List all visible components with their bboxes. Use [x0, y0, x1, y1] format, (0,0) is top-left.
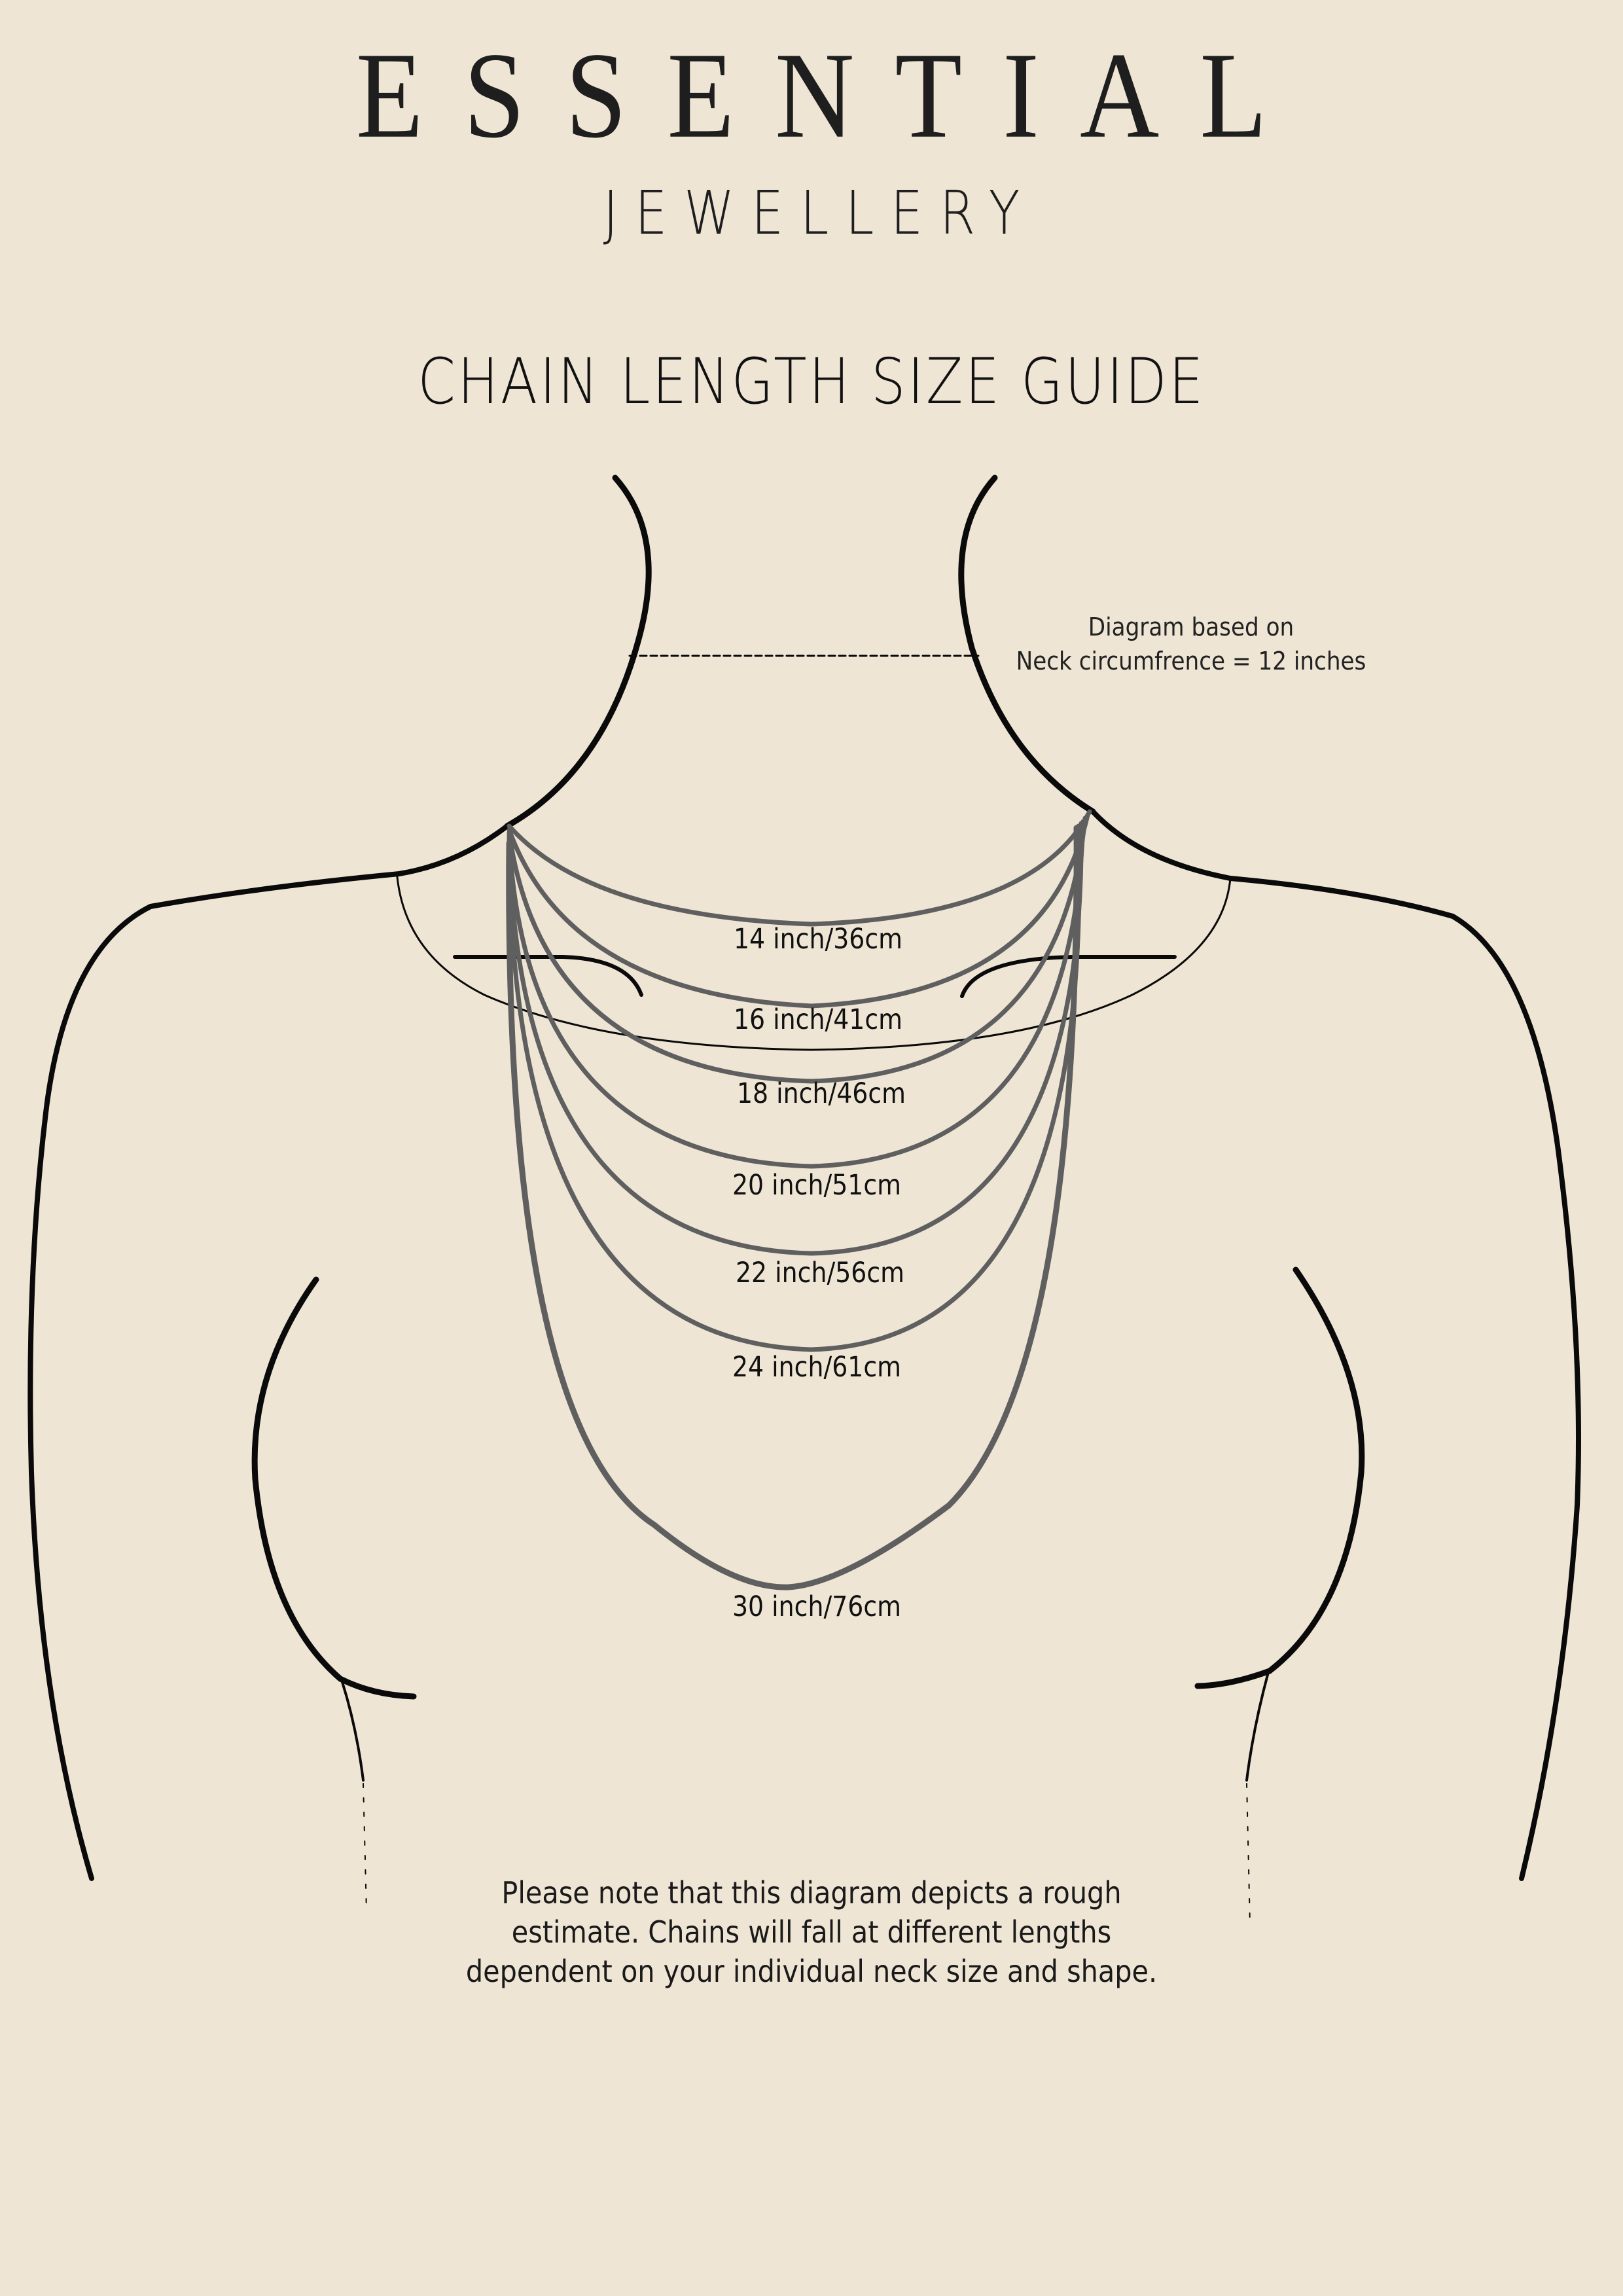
chain-label-22: 22 inch/56cm: [735, 1257, 905, 1289]
chain-18-inch: [507, 816, 1088, 1084]
neck-right-line: [958, 475, 1096, 815]
underbust-right-dash: [1246, 1783, 1251, 1925]
chain-label-14: 14 inch/36cm: [733, 923, 903, 956]
chain-label-16: 16 inch/41cm: [733, 1003, 903, 1036]
underbust-right-line: [1245, 1671, 1270, 1782]
brand-name: ESSENTIAL: [356, 27, 1308, 164]
body-outline: [27, 475, 1581, 1925]
chains: [506, 809, 1092, 1590]
bust-left-line: [251, 1276, 417, 1700]
chain-14-inch: [507, 809, 1092, 927]
brand-subtitle: JEWELLERY: [603, 178, 1037, 248]
chain-30-inch: [506, 825, 1080, 1590]
chain-label-18: 18 inch/46cm: [736, 1077, 906, 1110]
neck-left-line: [504, 475, 652, 829]
disclaimer-line-1: Please note that this diagram depicts a …: [501, 1875, 1122, 1910]
shoulder-right-line: [1090, 809, 1581, 1881]
page-title: CHAIN LENGTH SIZE GUIDE: [418, 345, 1205, 418]
chain-20-inch: [507, 819, 1086, 1169]
neck-note-line-2: Neck circumfrence = 12 inches: [1016, 647, 1366, 675]
chain-label-24: 24 inch/61cm: [732, 1351, 902, 1384]
disclaimer-line-3: dependent on your individual neck size a…: [465, 1954, 1158, 1989]
neck-note-line-1: Diagram based on: [1088, 613, 1294, 641]
chain-22-inch: [507, 821, 1084, 1256]
collarbone-left: [453, 955, 643, 997]
chain-24-inch: [507, 823, 1082, 1352]
disclaimer-text: Please note that this diagram depicts a …: [81, 1873, 1542, 1991]
disclaimer-line-2: estimate. Chains will fall at different …: [511, 1914, 1112, 1950]
shoulder-left-line: [27, 823, 510, 1881]
chain-label-20: 20 inch/51cm: [732, 1169, 902, 1202]
underbust-left-line: [341, 1681, 365, 1782]
neck-circumference-note: Diagram based on Neck circumfrence = 12 …: [991, 610, 1391, 678]
collarbone-right: [960, 955, 1177, 998]
neckline-curve: [396, 876, 1232, 1051]
chain-16-inch: [507, 812, 1090, 1009]
chain-label-30: 30 inch/76cm: [732, 1590, 902, 1623]
bust-right-line: [1194, 1266, 1365, 1689]
